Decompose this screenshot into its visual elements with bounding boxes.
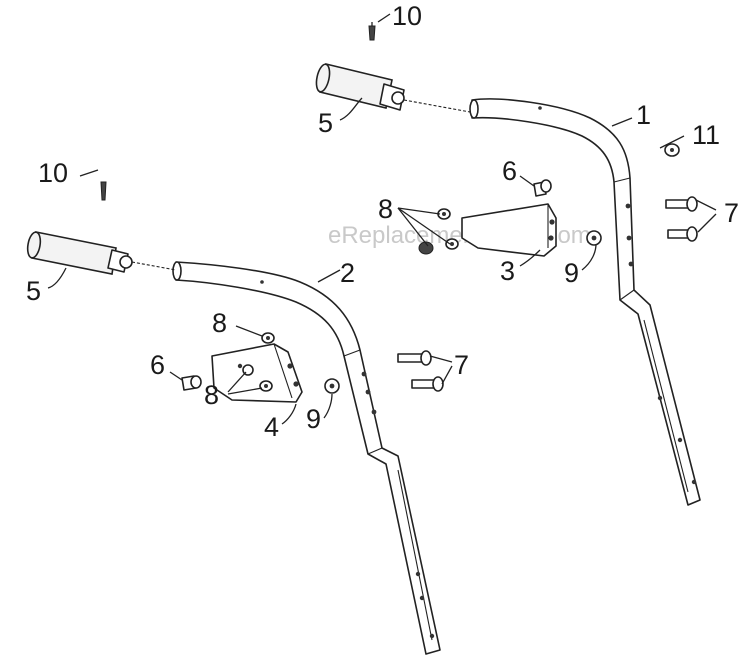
upper-handle: [469, 98, 701, 506]
grip-upper: [315, 63, 471, 113]
nuts-left-bottom: [242, 364, 273, 392]
callout-handle-lower: 2: [340, 258, 355, 288]
callout-nut-left-top: 8: [212, 308, 227, 338]
callout-pin-left: 10: [38, 158, 68, 188]
callout-bracket-left: 4: [264, 412, 279, 442]
callout-nuts-right: 8: [378, 194, 393, 224]
leader-lines: [47, 13, 717, 425]
washer-right: [586, 230, 602, 246]
callout-bolt-right: 6: [502, 156, 517, 186]
pin-top: [368, 22, 376, 41]
grip-left: [26, 231, 177, 275]
callout-grip-left: 5: [26, 276, 41, 306]
callout-bracket-right: 3: [500, 256, 515, 286]
callout-handle-upper: 1: [636, 100, 651, 130]
callout-carriage-bolts-right: 7: [724, 198, 739, 228]
callout-washer-left: 9: [306, 404, 321, 434]
callout-grip-top: 5: [318, 108, 333, 138]
callout-carriage-bolts-left: 7: [454, 350, 469, 380]
pin-left: [100, 181, 107, 201]
nut-left-top: [261, 332, 275, 344]
lower-handle: [172, 261, 441, 655]
bolt-right: [533, 179, 552, 197]
bolt-left: [181, 375, 202, 391]
nut-far-right: [664, 143, 680, 157]
nuts-right: [418, 208, 459, 255]
callout-pin-top: 10: [392, 1, 422, 31]
callout-nuts-left-bottom: 8: [204, 380, 219, 410]
callout-bolt-left: 6: [150, 350, 165, 380]
carriage-bolts-right: [665, 196, 698, 242]
callout-nut-far-right: 11: [692, 120, 720, 150]
callout-washer-right: 9: [564, 258, 579, 288]
bracket-right: [461, 203, 557, 257]
bracket-left: [211, 343, 303, 403]
washer-left: [324, 378, 340, 394]
carriage-bolts-left: [397, 350, 444, 392]
